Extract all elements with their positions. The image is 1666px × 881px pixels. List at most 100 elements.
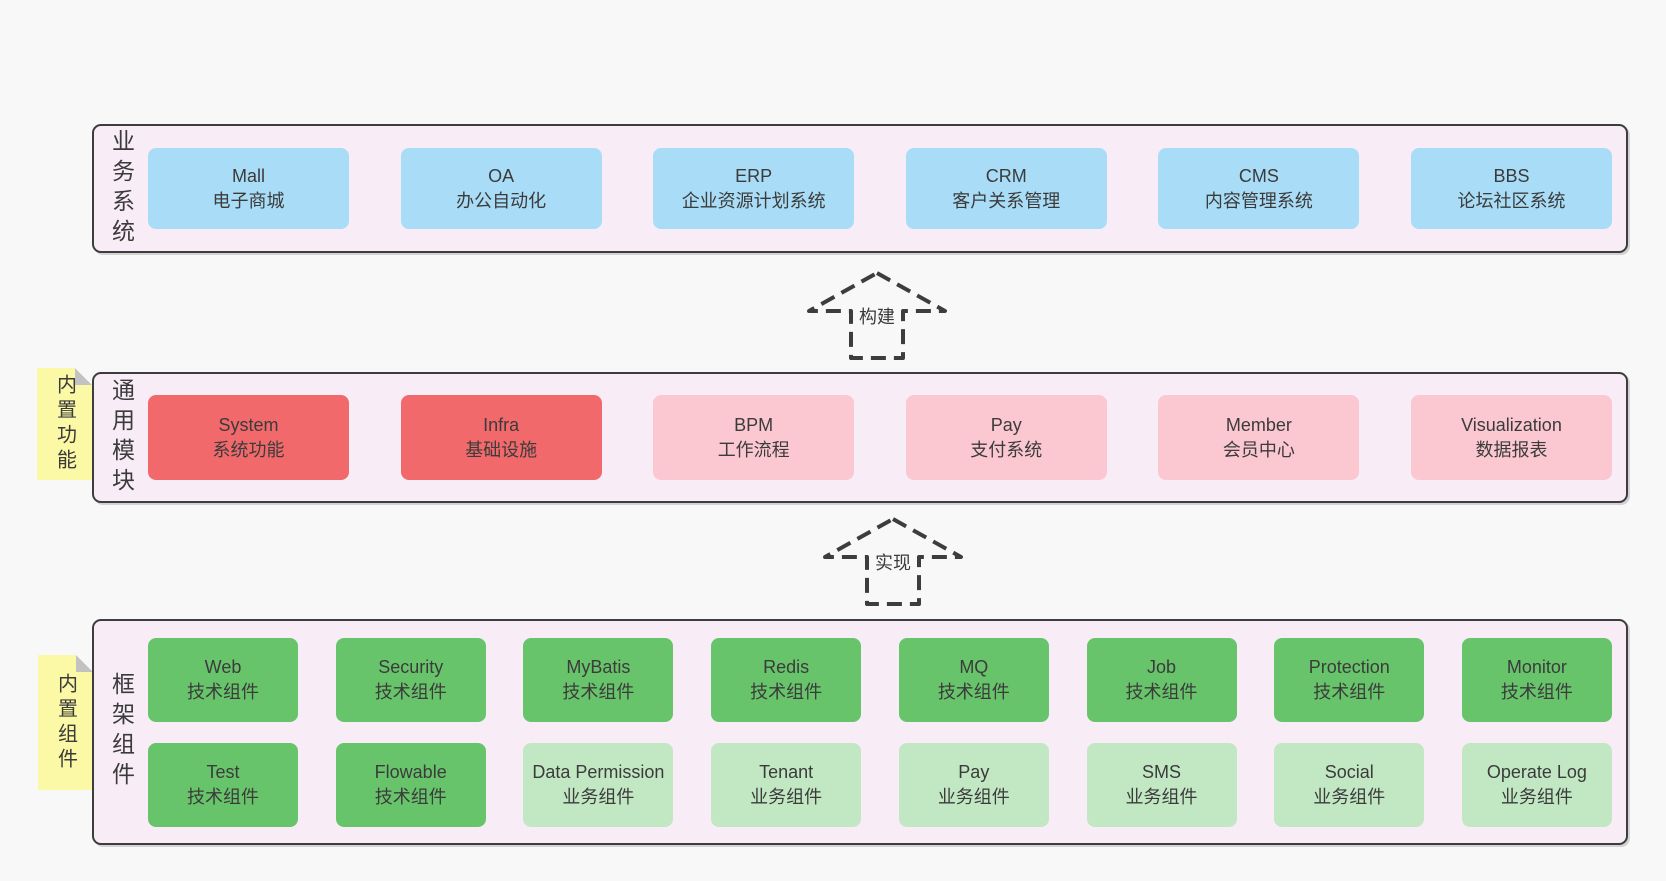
- box-sub: 业务组件: [1125, 786, 1198, 807]
- box-pay-component: Pay 业务组件: [898, 742, 1049, 827]
- box-sms: SMS 业务组件: [1086, 742, 1237, 827]
- section-common-modules: 通用模块 System 系统功能 Infra 基础设施 BPM 工作流程 Pay…: [92, 372, 1628, 503]
- dashed-up-arrow-icon: [807, 271, 947, 360]
- box-flowable: Flowable 技术组件: [335, 742, 486, 827]
- box-name: CMS: [1238, 165, 1279, 186]
- box-sub: 论坛社区系统: [1457, 190, 1566, 211]
- box-pay-module: Pay 支付系统: [905, 395, 1107, 480]
- box-name: OA: [488, 165, 515, 186]
- builtin-components-note: 内置组件: [38, 655, 93, 790]
- section-business-systems: 业务系统 Mall 电子商城 OA 办公自动化 ERP 企业资源计划系统 CRM…: [92, 124, 1628, 253]
- box-mall: Mall 电子商城: [148, 148, 349, 229]
- box-sub: 内容管理系统: [1204, 190, 1313, 211]
- box-sub: 工作流程: [717, 439, 790, 460]
- box-name: BBS: [1493, 165, 1530, 186]
- box-bpm: BPM 工作流程: [653, 395, 855, 480]
- box-mybatis: MyBatis 技术组件: [523, 637, 674, 722]
- box-sub: 业务组件: [1500, 786, 1573, 807]
- box-web: Web 技术组件: [148, 637, 298, 722]
- box-social: Social 业务组件: [1274, 742, 1425, 827]
- box-security: Security 技术组件: [335, 637, 486, 722]
- box-name: Redis: [763, 656, 810, 677]
- box-system: System 系统功能: [148, 395, 349, 480]
- box-sub: 支付系统: [970, 439, 1043, 460]
- box-name: Pay: [958, 761, 990, 782]
- box-name: MyBatis: [566, 656, 631, 677]
- box-sub: 技术组件: [187, 786, 259, 807]
- box-name: Tenant: [759, 761, 814, 782]
- box-member: Member 会员中心: [1158, 395, 1360, 480]
- box-sub: 技术组件: [187, 681, 259, 702]
- modules-box-row: System 系统功能 Infra 基础设施 BPM 工作流程 Pay 支付系统…: [148, 395, 1612, 480]
- section-modules-label: 通用模块: [108, 377, 135, 498]
- box-sub: 技术组件: [750, 681, 823, 702]
- implement-arrow: 实现: [822, 515, 964, 607]
- box-name: Job: [1147, 656, 1177, 677]
- box-sub: 技术组件: [937, 681, 1010, 702]
- box-sub: 数据报表: [1475, 439, 1548, 460]
- box-sub: 办公自动化: [456, 190, 547, 211]
- box-visualization: Visualization 数据报表: [1410, 395, 1612, 480]
- build-arrow-label: 构建: [856, 302, 898, 331]
- builtin-features-note: 内置功能: [37, 368, 92, 480]
- components-row-2: Test 技术组件 Flowable 技术组件 Data Permission …: [148, 742, 1612, 827]
- box-name: MQ: [959, 656, 989, 677]
- box-sub: 系统功能: [212, 439, 285, 460]
- note-label: 内置组件: [54, 672, 77, 773]
- box-crm: CRM 客户关系管理: [905, 148, 1107, 229]
- box-sub: 电子商城: [212, 190, 285, 211]
- box-name: ERP: [735, 165, 773, 186]
- box-sub: 技术组件: [1313, 681, 1386, 702]
- implement-arrow-label: 实现: [872, 548, 914, 577]
- box-name: Flowable: [374, 761, 447, 782]
- box-monitor: Monitor 技术组件: [1461, 637, 1612, 722]
- box-mq: MQ 技术组件: [898, 637, 1049, 722]
- components-rows: Web 技术组件 Security 技术组件 MyBatis 技术组件 Redi…: [148, 637, 1612, 827]
- note-label: 内置功能: [53, 374, 76, 474]
- box-sub: 业务组件: [1313, 786, 1386, 807]
- box-sub: 技术组件: [374, 786, 447, 807]
- box-job: Job 技术组件: [1086, 637, 1237, 722]
- box-name: Security: [378, 656, 444, 677]
- box-name: Mall: [231, 165, 265, 186]
- box-sub: 业务组件: [937, 786, 1010, 807]
- box-name: Protection: [1308, 656, 1390, 677]
- box-name: Operate Log: [1486, 761, 1587, 782]
- box-sub: 业务组件: [562, 786, 635, 807]
- components-row-1: Web 技术组件 Security 技术组件 MyBatis 技术组件 Redi…: [148, 637, 1612, 722]
- box-name: Monitor: [1506, 656, 1567, 677]
- box-data-permission: Data Permission 业务组件: [523, 742, 674, 827]
- section-business-label: 业务系统: [108, 128, 135, 249]
- dashed-up-arrow-icon: [823, 517, 963, 606]
- box-sub: 技术组件: [1500, 681, 1573, 702]
- box-sub: 会员中心: [1222, 439, 1295, 460]
- box-sub: 技术组件: [374, 681, 447, 702]
- box-name: Web: [204, 656, 242, 677]
- box-name: Test: [206, 761, 240, 782]
- box-test: Test 技术组件: [148, 742, 298, 827]
- box-name: Infra: [483, 414, 520, 435]
- box-name: CRM: [985, 165, 1027, 186]
- box-name: SMS: [1142, 761, 1182, 782]
- box-oa: OA 办公自动化: [400, 148, 602, 229]
- build-arrow: 构建: [806, 269, 948, 361]
- box-sub: 客户关系管理: [952, 190, 1061, 211]
- box-infra: Infra 基础设施: [400, 395, 602, 480]
- section-framework-components: 框架组件 Web 技术组件 Security 技术组件 MyBatis 技术组件…: [92, 619, 1628, 845]
- box-name: Social: [1324, 761, 1374, 782]
- box-cms: CMS 内容管理系统: [1158, 148, 1360, 229]
- box-name: BPM: [734, 414, 774, 435]
- box-name: Data Permission: [532, 761, 665, 782]
- box-redis: Redis 技术组件: [711, 637, 862, 722]
- business-box-row: Mall 电子商城 OA 办公自动化 ERP 企业资源计划系统 CRM 客户关系…: [148, 148, 1612, 229]
- box-erp: ERP 企业资源计划系统: [653, 148, 855, 229]
- box-name: Pay: [990, 414, 1022, 435]
- box-sub: 技术组件: [562, 681, 635, 702]
- box-sub: 基础设施: [465, 439, 538, 460]
- box-bbs: BBS 论坛社区系统: [1410, 148, 1612, 229]
- box-operate-log: Operate Log 业务组件: [1461, 742, 1612, 827]
- box-protection: Protection 技术组件: [1274, 637, 1425, 722]
- box-sub: 业务组件: [750, 786, 823, 807]
- box-tenant: Tenant 业务组件: [711, 742, 862, 827]
